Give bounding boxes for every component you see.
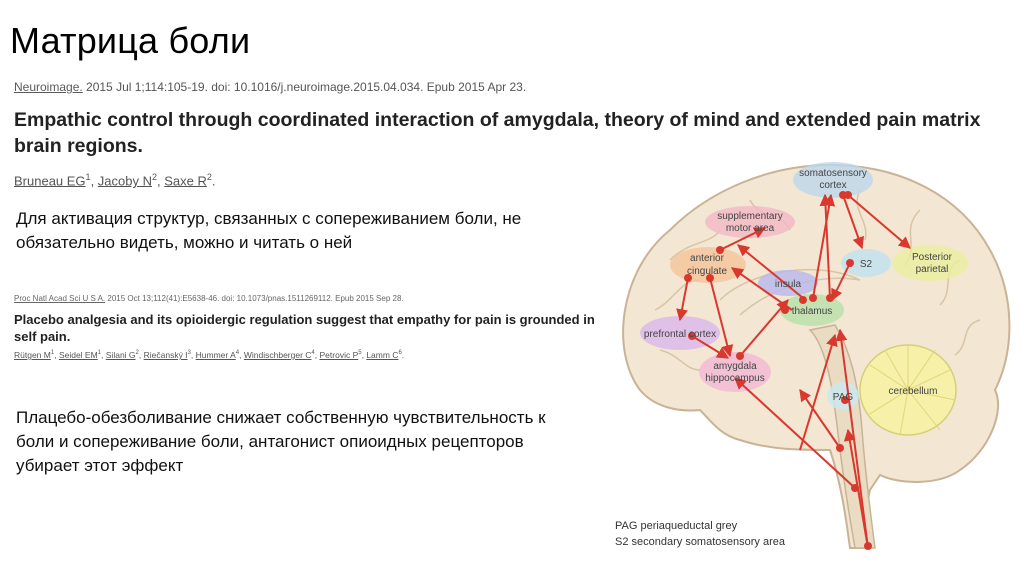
author-link[interactable]: Silani G	[105, 350, 136, 360]
note-placebo-analgesia: Плацебо-обезболивание снижает собственну…	[16, 408, 546, 475]
slide-title: Матрица боли	[10, 20, 251, 61]
region-s2	[841, 249, 891, 277]
author-link[interactable]: Rütgen M	[14, 350, 51, 360]
author-link[interactable]: Windischberger C	[243, 350, 312, 360]
region-anterior-cingulate	[670, 247, 746, 283]
label-cerebellum: cerebellum	[889, 386, 938, 397]
region-thalamus	[780, 294, 844, 326]
author-affiliation: 4	[235, 350, 240, 357]
label-posterior: Posterior	[912, 252, 953, 263]
author-link[interactable]: Seidel EM	[58, 350, 98, 360]
label-anterior: anterior	[690, 253, 725, 264]
author-link[interactable]: Bruneau EG	[14, 173, 86, 189]
region-posterior-parietal	[892, 245, 968, 281]
cerebellum-folia	[867, 345, 956, 436]
label-cortex: cortex	[819, 180, 846, 191]
connection-nodes	[684, 191, 872, 550]
author-link[interactable]: Riečanský I	[143, 350, 188, 360]
label-somatosensory: somatosensory	[799, 168, 867, 179]
author-affiliation: 2	[206, 172, 212, 182]
paper2-title: Placebo analgesia and its opioidergic re…	[14, 312, 595, 344]
author-link[interactable]: Petrovic P	[319, 350, 359, 360]
author-affiliation: 1	[50, 350, 55, 357]
paper1-title: Empathic control through coordinated int…	[14, 109, 981, 157]
paper1-authors: Bruneau EG1, Jacoby N2, Saxe R2.	[14, 172, 216, 189]
paper2-authors: Rütgen M1, Seidel EM1, Silani G2, Riečan…	[14, 350, 405, 360]
brain-outline	[622, 163, 1011, 549]
label-insula: insula	[775, 279, 802, 290]
connection-arrows	[676, 193, 911, 549]
pain-matrix-brain-figure: somatosensory cortex supplementary motor…	[622, 162, 1011, 550]
paper1-citation: Neuroimage. 2015 Jul 1;114:105-19. doi: …	[14, 80, 526, 94]
author-affiliation: 2	[152, 172, 158, 182]
label-pag: PAG	[833, 392, 854, 403]
label-thalamus: thalamus	[792, 306, 833, 317]
paper2-citation-text: 2015 Oct 13;112(41):E5638-46. doi: 10.10…	[105, 294, 404, 303]
paper2-journal-link[interactable]: Proc Natl Acad Sci U S A.	[14, 294, 106, 303]
author-affiliation: 1	[97, 350, 102, 357]
paper2-citation: Proc Natl Acad Sci U S A. 2015 Oct 13;11…	[14, 294, 404, 303]
author-affiliation: 6	[398, 350, 402, 357]
legend-pag: PAG periaqueductal grey	[615, 520, 738, 532]
region-pag	[827, 382, 859, 410]
author-link[interactable]: Lamm C	[366, 350, 399, 360]
author-link[interactable]: Hummer A	[195, 350, 236, 360]
label-supplementary: supplementary	[717, 211, 783, 222]
region-somatosensory	[793, 162, 873, 198]
label-motor-area: motor area	[726, 223, 775, 234]
region-amygdala	[699, 352, 771, 392]
label-hippocampus: hippocampus	[705, 373, 764, 384]
author-affiliation: 5	[358, 350, 362, 357]
paper1-citation-text: 2015 Jul 1;114:105-19. doi: 10.1016/j.ne…	[82, 80, 527, 94]
region-supplementary-motor	[705, 206, 795, 238]
author-affiliation: 2	[135, 350, 139, 357]
author-affiliation: 3	[187, 350, 191, 357]
figure-legend: PAG periaqueductal grey S2 secondary som…	[615, 518, 785, 550]
label-cingulate: cingulate	[687, 266, 727, 277]
author-link[interactable]: Jacoby N	[97, 173, 152, 189]
label-s2: S2	[860, 259, 873, 270]
paper1-journal-link[interactable]: Neuroimage.	[14, 80, 83, 94]
note-reading-empathy: Для активация структур, связанных с сопе…	[16, 209, 522, 252]
legend-s2: S2 secondary somatosensory area	[615, 536, 785, 548]
author-affiliation: 1	[85, 172, 91, 182]
label-prefrontal-cortex: prefrontal cortex	[644, 329, 716, 340]
author-link[interactable]: Saxe R	[164, 173, 207, 189]
label-parietal: parietal	[916, 264, 949, 275]
region-insula	[758, 270, 818, 296]
label-amygdala: amygdala	[713, 361, 757, 372]
author-affiliation: 4	[311, 350, 315, 357]
